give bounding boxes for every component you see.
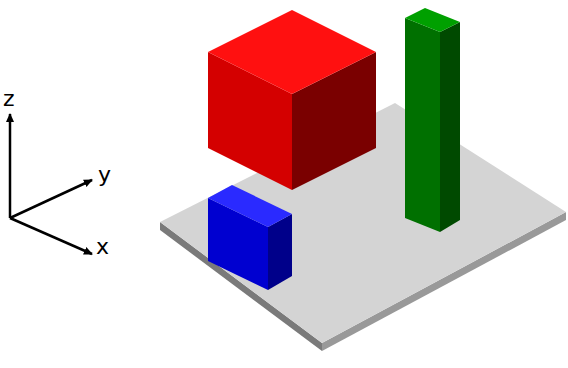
pillar-face: [440, 22, 460, 232]
y-axis: [10, 180, 92, 218]
axis-label: x: [96, 236, 109, 258]
z-axis: [9, 114, 12, 218]
box-face: [268, 214, 292, 290]
x-axis: [10, 218, 92, 254]
pillar-face: [405, 18, 440, 232]
axis-label: z: [3, 88, 15, 110]
box-top: [208, 185, 292, 227]
pillar-top: [405, 8, 460, 32]
axis-label: y: [98, 164, 111, 186]
cube-top: [208, 10, 376, 94]
